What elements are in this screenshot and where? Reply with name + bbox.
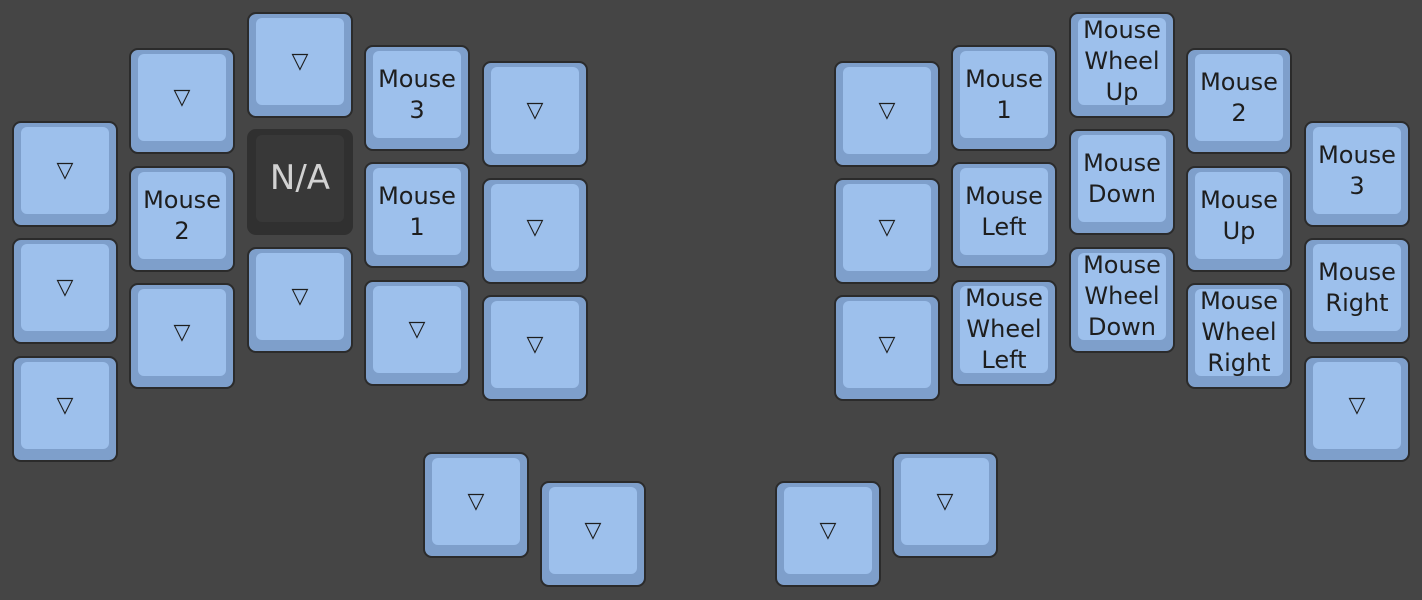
right-key-c5-r3[interactable]: ▽ [1304,356,1410,462]
key-label: Mouse Wheel Left [960,284,1048,374]
key-label: Mouse 3 [373,51,461,138]
left-thumb-key-2[interactable]: ▽ [540,481,646,587]
left-key-c5-r2[interactable]: ▽ [482,178,588,284]
left-key-c3-r3[interactable]: ▽ [247,247,353,353]
transparent-key-label: ▽ [549,487,637,574]
right-key-mouse-left[interactable]: Mouse Left [951,162,1057,268]
right-thumb-key-1[interactable]: ▽ [775,481,881,587]
key-label: Mouse Left [960,168,1048,255]
transparent-key-label: ▽ [21,244,109,331]
right-key-mouse-wheel-down[interactable]: Mouse Wheel Down [1069,247,1175,353]
transparent-key-label: ▽ [491,184,579,271]
transparent-key-label: ▽ [843,67,931,154]
right-key-mouse-wheel-left[interactable]: Mouse Wheel Left [951,280,1057,386]
key-label: Mouse Down [1078,135,1166,222]
left-key-mouse-1[interactable]: Mouse 1 [364,162,470,268]
right-key-mouse-down[interactable]: Mouse Down [1069,129,1175,235]
right-key-mouse-2[interactable]: Mouse 2 [1186,48,1292,154]
disabled-key-label: N/A [256,135,344,222]
key-label: Mouse 3 [1313,127,1401,214]
right-key-mouse-1[interactable]: Mouse 1 [951,45,1057,151]
transparent-key-label: ▽ [21,362,109,449]
right-key-mouse-right[interactable]: Mouse Right [1304,238,1410,344]
left-key-c1-r1[interactable]: ▽ [12,121,118,227]
left-key-c5-r1[interactable]: ▽ [482,61,588,167]
transparent-key-label: ▽ [256,253,344,340]
left-key-na[interactable]: N/A [247,129,353,235]
transparent-key-label: ▽ [843,184,931,271]
transparent-key-label: ▽ [491,301,579,388]
right-key-c1-r1[interactable]: ▽ [834,61,940,167]
transparent-key-label: ▽ [21,127,109,214]
key-label: Mouse 1 [960,51,1048,138]
left-key-c3-r1[interactable]: ▽ [247,12,353,118]
key-label: Mouse Wheel Right [1195,287,1283,377]
left-key-c1-r2[interactable]: ▽ [12,238,118,344]
transparent-key-label: ▽ [1313,362,1401,449]
key-label: Mouse Wheel Down [1078,251,1166,341]
right-key-mouse-wheel-up[interactable]: Mouse Wheel Up [1069,12,1175,118]
right-key-mouse-3[interactable]: Mouse 3 [1304,121,1410,227]
transparent-key-label: ▽ [901,458,989,545]
right-key-mouse-up[interactable]: Mouse Up [1186,166,1292,272]
transparent-key-label: ▽ [432,458,520,545]
left-thumb-key-1[interactable]: ▽ [423,452,529,558]
key-label: Mouse Right [1313,244,1401,331]
transparent-key-label: ▽ [138,289,226,376]
right-key-mouse-wheel-right[interactable]: Mouse Wheel Right [1186,283,1292,389]
left-key-c1-r3[interactable]: ▽ [12,356,118,462]
transparent-key-label: ▽ [256,18,344,105]
key-label: Mouse 2 [1195,54,1283,141]
left-key-c2-r3[interactable]: ▽ [129,283,235,389]
key-label: Mouse Up [1195,172,1283,259]
transparent-key-label: ▽ [373,286,461,373]
key-label: Mouse 2 [138,172,226,259]
left-key-c2-r1[interactable]: ▽ [129,48,235,154]
right-thumb-key-2[interactable]: ▽ [892,452,998,558]
key-label: Mouse Wheel Up [1078,16,1166,106]
key-label: Mouse 1 [373,168,461,255]
left-key-mouse-3[interactable]: Mouse 3 [364,45,470,151]
transparent-key-label: ▽ [491,67,579,154]
transparent-key-label: ▽ [843,301,931,388]
right-key-c1-r2[interactable]: ▽ [834,178,940,284]
left-key-mouse-2[interactable]: Mouse 2 [129,166,235,272]
left-key-c4-r3[interactable]: ▽ [364,280,470,386]
transparent-key-label: ▽ [138,54,226,141]
left-key-c5-r3[interactable]: ▽ [482,295,588,401]
transparent-key-label: ▽ [784,487,872,574]
right-key-c1-r3[interactable]: ▽ [834,295,940,401]
